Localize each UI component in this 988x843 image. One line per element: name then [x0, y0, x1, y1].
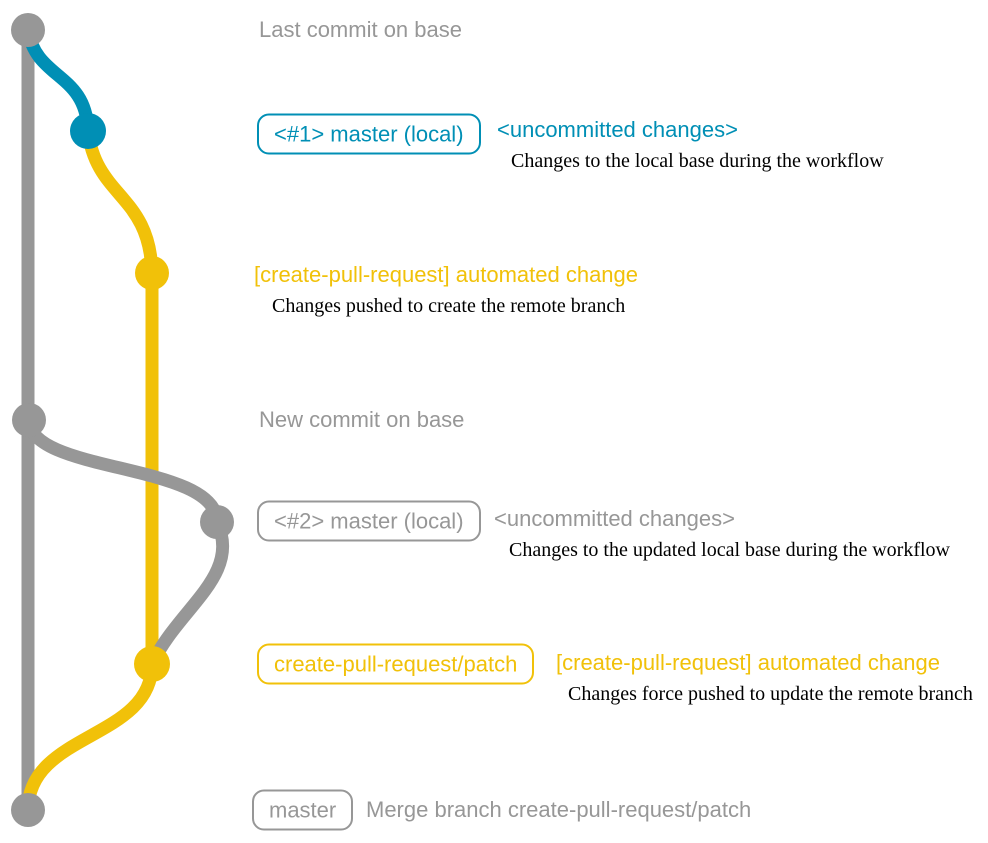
commit-node-merge: [11, 793, 45, 827]
commit-message-last-base: Last commit on base: [259, 17, 462, 42]
commit-detail-uncommitted-2: Changes to the updated local base during…: [509, 539, 950, 561]
branch-badge-master-local-2: <#2> master (local): [257, 500, 481, 542]
commit-graph: [11, 13, 234, 827]
branch-badge-patch: create-pull-request/patch: [257, 643, 535, 685]
commit-heading-automated-1: [create-pull-request] automated change: [254, 262, 639, 287]
branch-badge-master-local-1: <#1> master (local): [257, 113, 481, 155]
commit-node-patch-1: [135, 256, 169, 290]
commit-detail-uncommitted-1: Changes to the local base during the wor…: [511, 150, 884, 172]
rebase-onto-patch-curve: [146, 519, 230, 667]
commit-message-new-base: New commit on base: [259, 407, 465, 432]
commit-node-uncommitted-2: [200, 505, 234, 539]
patch-branch-out-curve: [81, 130, 159, 274]
commit-node-last-base: [11, 13, 45, 47]
commit-heading-uncommitted-2: <uncommitted changes>: [494, 506, 735, 531]
branch-badge-master: master: [252, 789, 354, 831]
commit-detail-automated-2: Changes force pushed to update the remot…: [568, 683, 973, 705]
commit-message-merge: Merge branch create-pull-request/patch: [366, 797, 752, 822]
commit-node-patch-2: [134, 646, 170, 682]
commit-node-uncommitted-1: [70, 113, 106, 149]
commit-node-new-base: [12, 403, 46, 437]
commit-heading-automated-2: [create-pull-request] automated change: [556, 650, 941, 675]
commit-detail-automated-1: Changes pushed to create the remote bran…: [272, 295, 626, 317]
merge-to-base-curve: [21, 663, 159, 811]
commit-heading-uncommitted-1: <uncommitted changes>: [497, 117, 738, 142]
updated-base-branch-out-curve: [22, 418, 224, 523]
